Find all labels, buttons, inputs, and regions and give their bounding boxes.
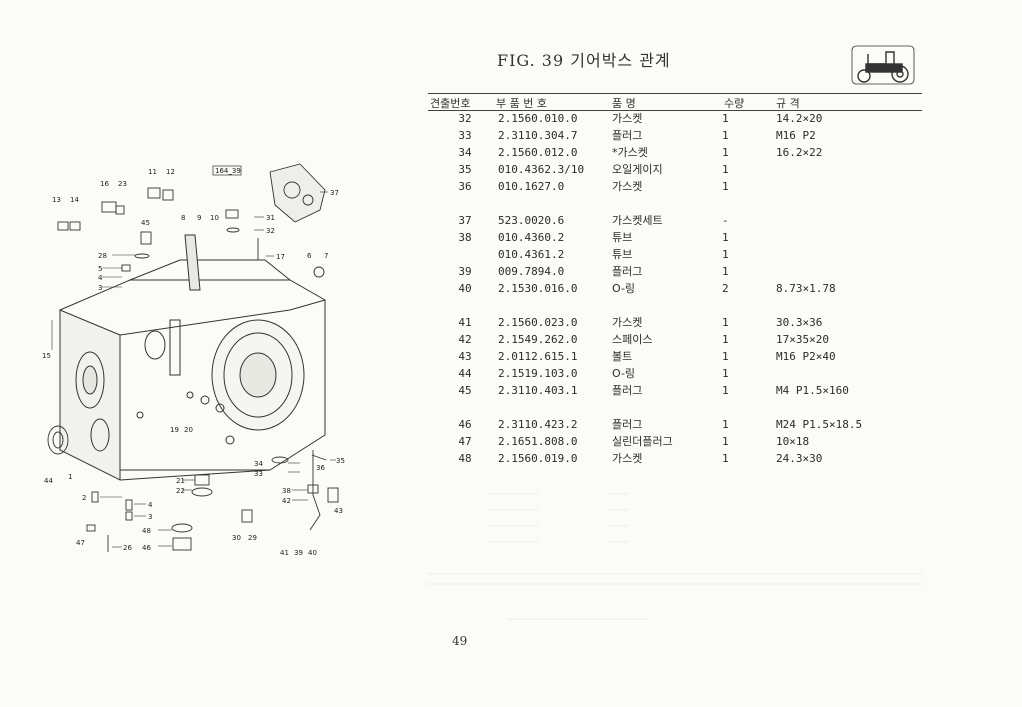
- label-3: 3: [98, 284, 102, 292]
- gasket-set-part: [269, 163, 326, 223]
- gearbox-housing: [59, 234, 326, 481]
- header-part-no: 부 품 번 호: [496, 97, 547, 110]
- label-45: 45: [141, 219, 150, 227]
- label-4: 4: [98, 274, 103, 282]
- label-23: 23: [118, 180, 127, 188]
- label-2: 2: [82, 494, 86, 502]
- tractor-icon: [851, 45, 915, 85]
- label-17: 17: [276, 253, 285, 261]
- figure-title: FIG. 39 기어박스 관계: [497, 51, 671, 70]
- label-16: 16: [100, 180, 109, 188]
- label-14: 14: [70, 196, 79, 204]
- label-44: 44: [44, 477, 53, 485]
- label-42: 42: [282, 497, 291, 505]
- label-36: 36: [316, 464, 325, 472]
- label-8: 8: [181, 214, 185, 222]
- page-number: 49: [452, 634, 468, 648]
- label-38: 38: [282, 487, 291, 495]
- label-10: 10: [210, 214, 219, 222]
- label-15: 15: [42, 352, 51, 360]
- gearbox-exploded-diagram: 164_39: [42, 163, 345, 557]
- label-13: 13: [52, 196, 61, 204]
- label-20: 20: [184, 426, 193, 434]
- label-30: 30: [232, 534, 241, 542]
- label-39: 39: [294, 549, 303, 557]
- label-5: 5: [98, 265, 102, 273]
- label-48: 48: [142, 527, 151, 535]
- header-ref-no: 견출번호: [430, 97, 471, 110]
- label-22: 22: [176, 487, 185, 495]
- label-28: 28: [98, 252, 107, 260]
- label-29: 29: [248, 534, 257, 542]
- parts-table-header: 견출번호 부 품 번 호 품 명 수량 규 격: [428, 93, 922, 111]
- header-qty: 수량: [724, 97, 745, 110]
- label-37: 37: [330, 189, 339, 197]
- header-spec: 규 격: [776, 97, 800, 110]
- label-31: 31: [266, 214, 275, 222]
- label-11: 11: [148, 168, 157, 176]
- label-12: 12: [166, 168, 175, 176]
- header-part-name: 품 명: [612, 97, 636, 110]
- label-26: 26: [123, 544, 132, 552]
- label-43: 43: [334, 507, 343, 515]
- small-parts: [47, 187, 339, 552]
- label-32: 32: [266, 227, 275, 235]
- figure-code-label: 164_39: [215, 167, 241, 175]
- label-4b: 4: [148, 501, 153, 509]
- label-19: 19: [170, 426, 179, 434]
- label-35: 35: [336, 457, 345, 465]
- label-34: 34: [254, 460, 263, 468]
- label-40: 40: [308, 549, 317, 557]
- label-9: 9: [197, 214, 201, 222]
- label-46: 46: [142, 544, 151, 552]
- label-3b: 3: [148, 513, 152, 521]
- label-47: 47: [76, 539, 85, 547]
- label-41: 41: [280, 549, 289, 557]
- label-7: 7: [324, 252, 328, 260]
- bleed-through-artifact: [428, 493, 922, 620]
- label-1: 1: [68, 473, 72, 481]
- label-21: 21: [176, 477, 185, 485]
- label-33: 33: [254, 470, 263, 478]
- label-6: 6: [307, 252, 312, 260]
